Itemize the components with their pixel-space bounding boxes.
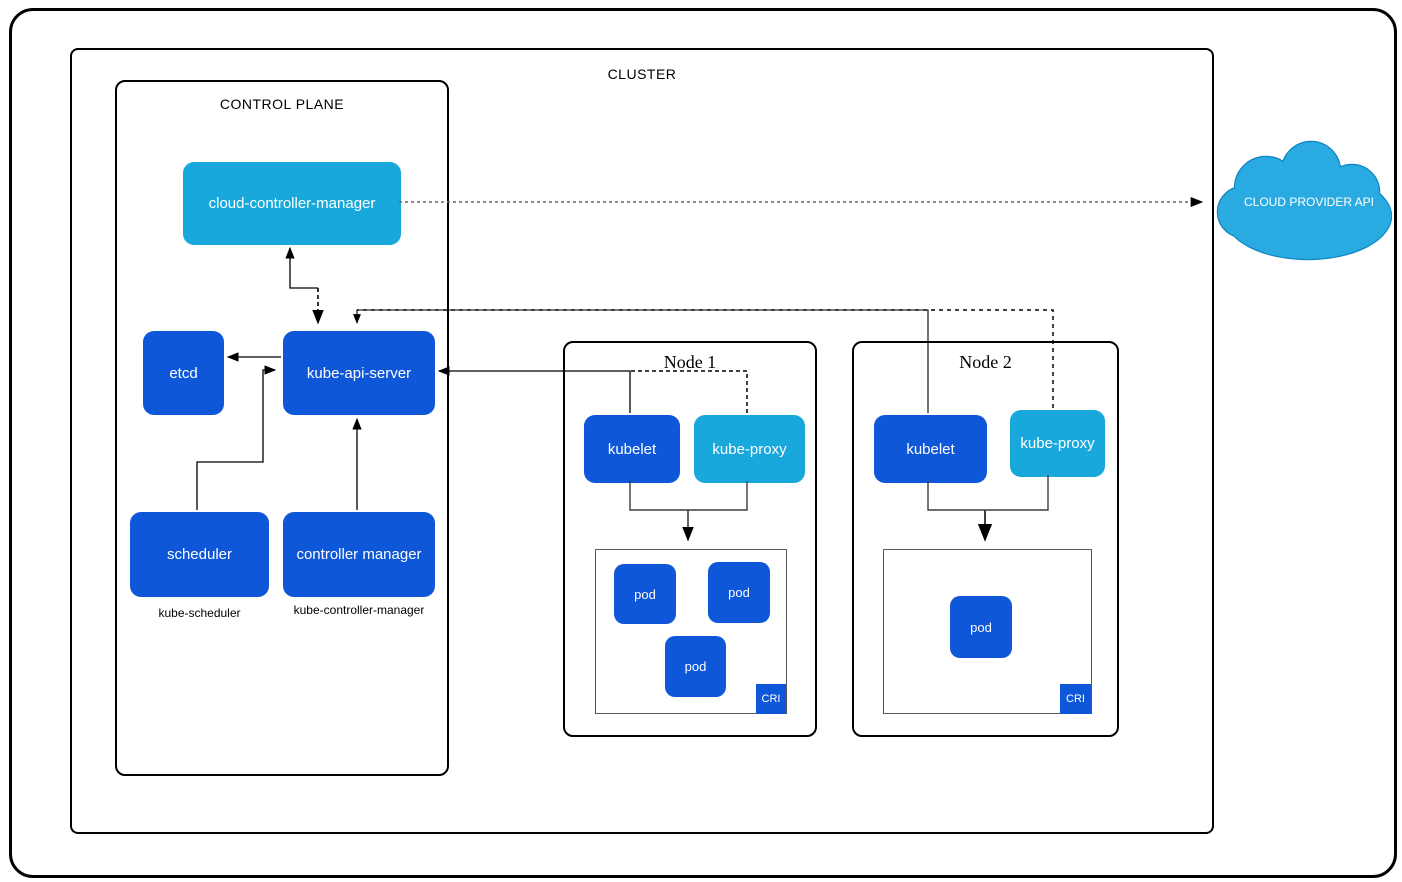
node-1-label: Node 1 <box>663 352 717 372</box>
pod: pod <box>614 564 676 624</box>
kube-controller-manager-caption: kube-controller-manager <box>293 603 425 617</box>
controller-manager-label: controller manager <box>296 546 422 563</box>
cloud-provider-api-label: CLOUD PROVIDER API <box>1243 195 1375 209</box>
pod: pod <box>665 636 726 697</box>
kube-api-server-label: kube-api-server <box>306 364 412 382</box>
cloud-controller-manager-label: cloud-controller-manager <box>208 195 376 212</box>
node-1-pods-container: pod pod pod CRI <box>595 549 787 714</box>
node-1-kubelet-label: kubelet <box>607 440 657 458</box>
control-plane-box: CONTROL PLANE cloud-controller-manager e… <box>115 80 449 776</box>
control-plane-label: CONTROL PLANE <box>219 96 345 112</box>
node-2-kubelet-box: kubelet <box>874 415 987 483</box>
cluster-label: CLUSTER <box>607 66 677 82</box>
node-2-kubelet-label: kubelet <box>906 440 955 458</box>
scheduler-box: scheduler <box>130 512 269 597</box>
cri-badge: CRI <box>756 684 786 714</box>
node-2-label: Node 2 <box>959 352 1012 372</box>
pod: pod <box>708 562 770 623</box>
cloud-controller-manager-box: cloud-controller-manager <box>183 162 401 245</box>
etcd-box: etcd <box>143 331 224 415</box>
scheduler-label: scheduler <box>166 546 233 563</box>
cri-badge: CRI <box>1060 684 1091 714</box>
pod: pod <box>950 596 1012 658</box>
node-2-kube-proxy-box: kube-proxy <box>1010 410 1105 477</box>
node-2-kube-proxy-label: kube-proxy <box>1020 435 1095 452</box>
node-1-kube-proxy-label: kube-proxy <box>712 440 787 458</box>
node-1-kubelet-box: kubelet <box>584 415 680 483</box>
node-2-pods-container: pod CRI <box>883 549 1092 714</box>
node-1-kube-proxy-box: kube-proxy <box>694 415 805 483</box>
outer-frame <box>9 8 1397 878</box>
node-2-box: Node 2 kubelet kube-proxy pod CRI <box>852 341 1119 737</box>
kube-api-server-box: kube-api-server <box>283 331 435 415</box>
kube-scheduler-caption: kube-scheduler <box>158 606 241 620</box>
controller-manager-box: controller manager <box>283 512 435 597</box>
cluster-box: CLUSTER <box>70 48 1214 834</box>
node-1-box: Node 1 kubelet kube-proxy pod pod pod CR… <box>563 341 817 737</box>
etcd-label: etcd <box>169 364 198 382</box>
